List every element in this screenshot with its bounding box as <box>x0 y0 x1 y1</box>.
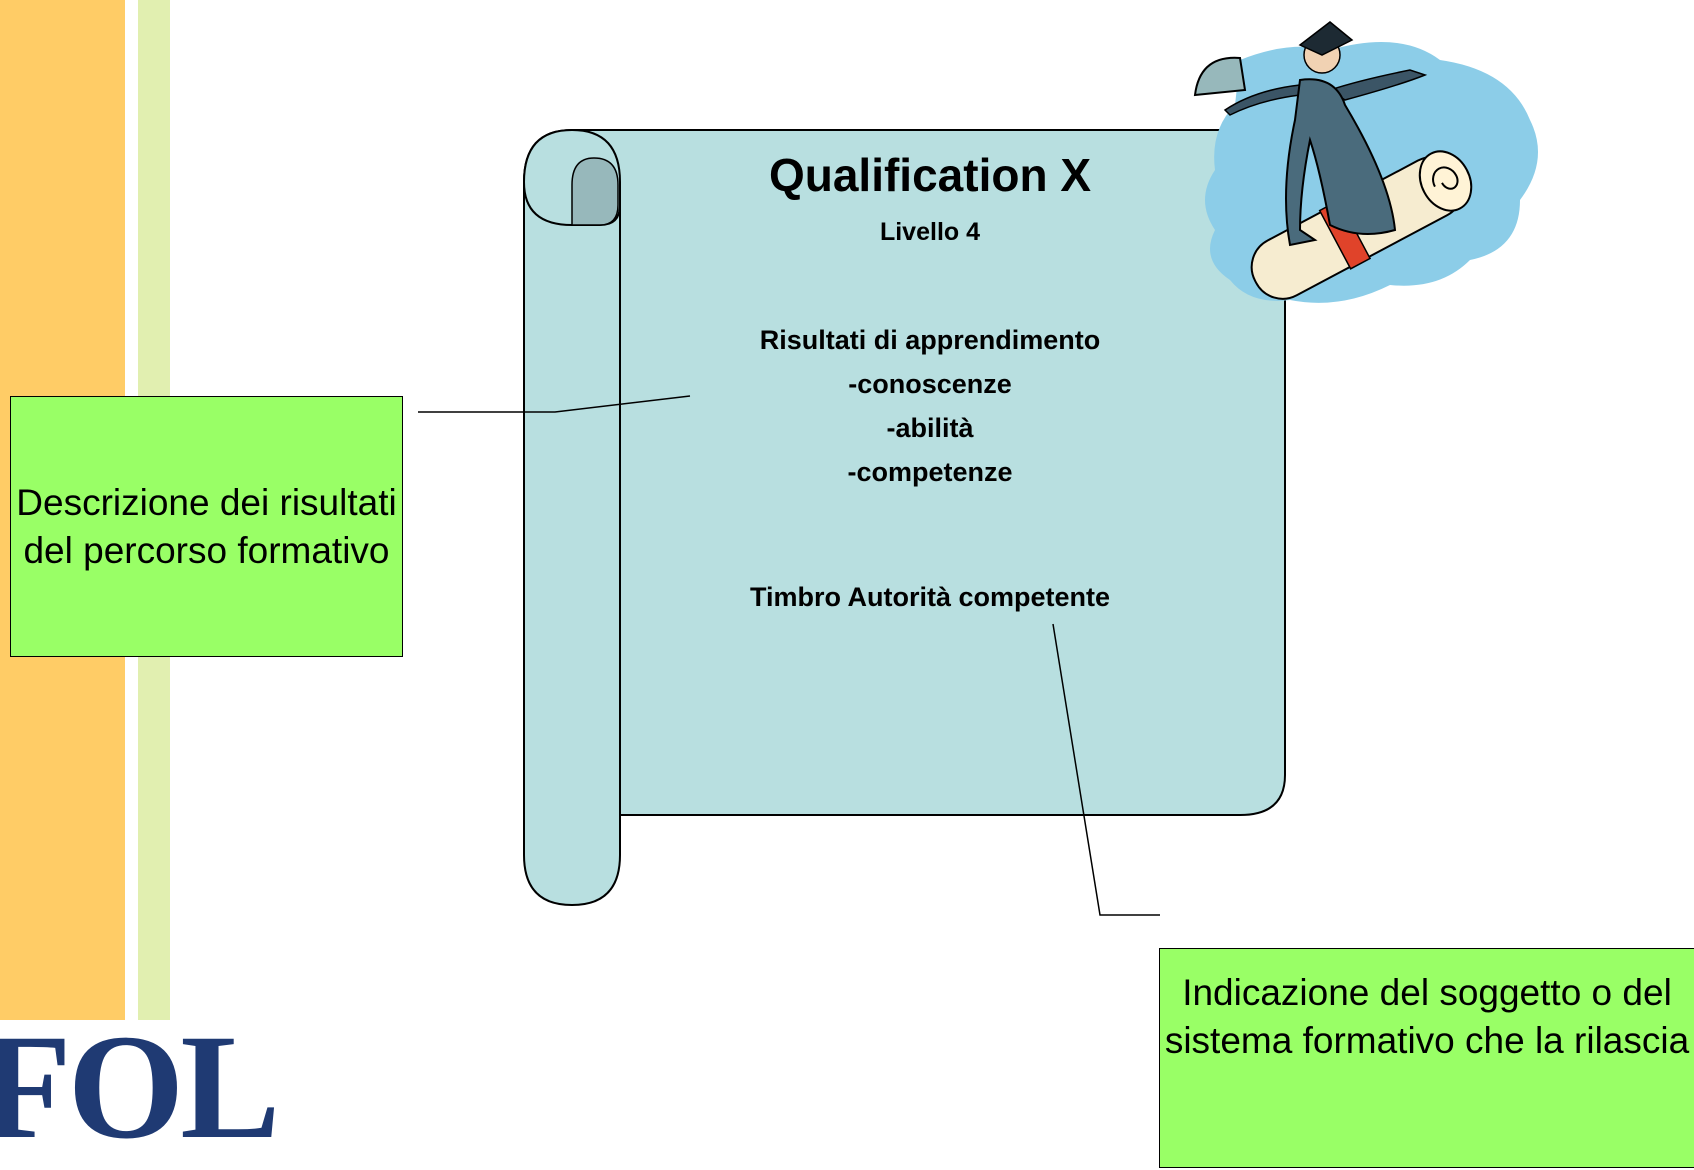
callout-right-text: Indicazione del soggetto o del sistema f… <box>1164 972 1690 1061</box>
authority-stamp: Timbro Autorità competente <box>749 582 1111 612</box>
learning-outcomes: Risultati di apprendimento -conoscenze -… <box>640 318 1220 494</box>
qualification-title: Qualification X <box>768 149 1092 201</box>
graduate-on-diploma-icon <box>1193 21 1538 303</box>
outcomes-heading: Risultati di apprendimento <box>759 325 1101 355</box>
logo-text: FOL <box>0 1004 280 1170</box>
qualification-level: Livello 4 <box>879 218 981 246</box>
connector-left <box>418 395 691 413</box>
callout-left-text: Descrizione dei risultati del percorso f… <box>16 481 397 571</box>
callout-outcomes-description: Descrizione dei risultati del percorso f… <box>10 396 403 657</box>
outcome-competences: -competenze <box>847 457 1013 487</box>
callout-issuing-body: Indicazione del soggetto o del sistema f… <box>1159 948 1694 1168</box>
outcome-skills: -abilità <box>886 413 974 443</box>
logo: FOL <box>0 1012 280 1166</box>
outcome-knowledge: -conoscenze <box>848 369 1012 399</box>
scroll-curl-inner <box>571 157 619 226</box>
connector-right <box>1052 623 1160 916</box>
